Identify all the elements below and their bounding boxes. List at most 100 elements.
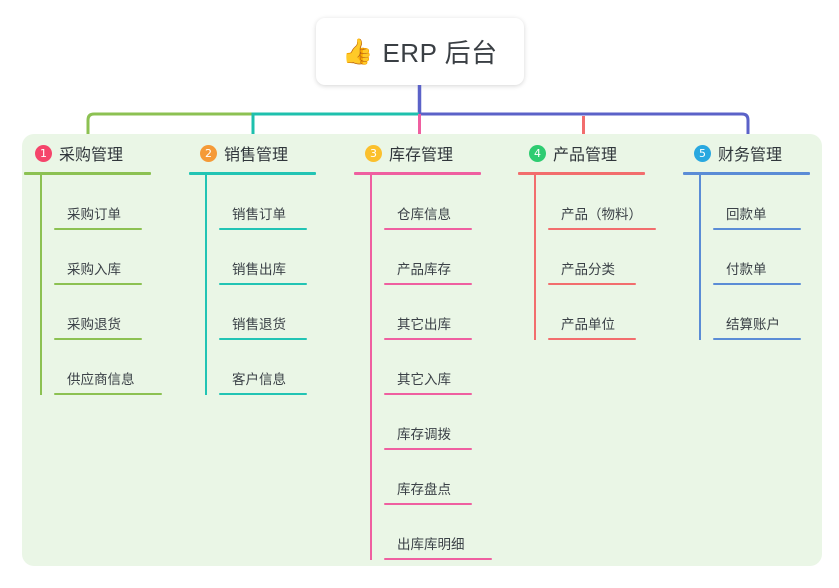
list-item[interactable]: 产品（物料） <box>534 175 681 230</box>
module-badge-1: 1 <box>35 144 52 162</box>
module-title-3: 库存管理 <box>389 147 454 164</box>
module-item-rule <box>54 283 142 285</box>
list-item[interactable]: 采购入库 <box>40 230 187 285</box>
module-column-2: 2 销售管理 销售订单 销售出库 销售退货 客户信息 <box>187 134 352 395</box>
list-item[interactable]: 供应商信息 <box>40 340 187 395</box>
module-items-1: 采购订单 采购入库 采购退货 供应商信息 <box>40 175 187 395</box>
module-item-label: 结算账户 <box>726 317 780 332</box>
module-badge-2: 2 <box>200 144 217 162</box>
module-spine-1 <box>40 175 42 395</box>
root-node-label: ERP 后台 <box>382 38 498 68</box>
module-badge-3: 3 <box>365 144 382 162</box>
module-item-label: 产品单位 <box>561 317 615 332</box>
list-item[interactable]: 销售出库 <box>205 230 352 285</box>
module-item-rule <box>713 338 801 340</box>
module-item-rule <box>54 393 162 395</box>
module-item-rule <box>548 283 636 285</box>
module-title-1: 采购管理 <box>59 147 124 164</box>
root-node[interactable]: 👍 ERP 后台 <box>316 18 524 85</box>
module-column-5: 5 财务管理 回款单 付款单 结算账户 <box>681 134 839 340</box>
module-spine-5 <box>699 175 701 340</box>
module-item-label: 销售订单 <box>232 207 286 222</box>
module-item-label: 库存调拨 <box>397 427 451 442</box>
module-header-4[interactable]: 4 产品管理 <box>516 134 681 172</box>
list-item[interactable]: 库存调拨 <box>370 395 517 450</box>
module-rule-3 <box>354 172 481 175</box>
module-item-rule <box>384 558 492 560</box>
module-item-label: 库存盘点 <box>397 482 451 497</box>
module-item-label: 产品库存 <box>397 262 451 277</box>
list-item[interactable]: 客户信息 <box>205 340 352 395</box>
module-item-rule <box>548 228 656 230</box>
module-item-label: 付款单 <box>726 262 767 277</box>
list-item[interactable]: 结算账户 <box>699 285 839 340</box>
list-item[interactable]: 其它出库 <box>370 285 517 340</box>
module-item-rule <box>54 338 142 340</box>
module-header-1[interactable]: 1 采购管理 <box>22 134 187 172</box>
module-item-rule <box>384 393 472 395</box>
module-column-4: 4 产品管理 产品（物料） 产品分类 产品单位 <box>516 134 681 340</box>
module-item-label: 产品（物料） <box>561 207 642 222</box>
module-columns: 1 采购管理 采购订单 采购入库 采购退货 供应商信 <box>22 134 822 566</box>
module-item-rule <box>713 283 801 285</box>
module-rule-5 <box>683 172 810 175</box>
module-rule-1 <box>24 172 151 175</box>
module-items-5: 回款单 付款单 结算账户 <box>699 175 839 340</box>
module-item-rule <box>219 338 307 340</box>
module-item-rule <box>384 448 472 450</box>
module-spine-4 <box>534 175 536 340</box>
module-column-3: 3 库存管理 仓库信息 产品库存 其它出库 其它入库 <box>352 134 517 560</box>
module-header-5[interactable]: 5 财务管理 <box>681 134 839 172</box>
module-items-4: 产品（物料） 产品分类 产品单位 <box>534 175 681 340</box>
list-item[interactable]: 其它入库 <box>370 340 517 395</box>
module-item-rule <box>713 228 801 230</box>
module-item-label: 其它出库 <box>397 317 451 332</box>
module-item-label: 采购订单 <box>67 207 121 222</box>
list-item[interactable]: 采购退货 <box>40 285 187 340</box>
module-item-label: 采购退货 <box>67 317 121 332</box>
module-item-label: 销售出库 <box>232 262 286 277</box>
module-spine-3 <box>370 175 372 560</box>
module-rule-4 <box>518 172 645 175</box>
modules-panel <box>22 134 822 566</box>
module-item-rule <box>384 338 472 340</box>
module-item-rule <box>384 503 472 505</box>
module-items-2: 销售订单 销售出库 销售退货 客户信息 <box>205 175 352 395</box>
module-item-label: 采购入库 <box>67 262 121 277</box>
thumbs-up-icon: 👍 <box>342 37 374 66</box>
list-item[interactable]: 采购订单 <box>40 175 187 230</box>
module-item-label: 供应商信息 <box>67 372 135 387</box>
module-item-rule <box>219 283 307 285</box>
module-item-rule <box>219 228 307 230</box>
module-header-3[interactable]: 3 库存管理 <box>352 134 517 172</box>
module-title-4: 产品管理 <box>553 147 618 164</box>
module-item-label: 销售退货 <box>232 317 286 332</box>
module-badge-5: 5 <box>694 144 711 162</box>
module-item-rule <box>219 393 307 395</box>
list-item[interactable]: 付款单 <box>699 230 839 285</box>
module-item-label: 客户信息 <box>232 372 286 387</box>
list-item[interactable]: 回款单 <box>699 175 839 230</box>
list-item[interactable]: 产品库存 <box>370 230 517 285</box>
module-item-rule <box>384 283 472 285</box>
list-item[interactable]: 库存盘点 <box>370 450 517 505</box>
module-item-label: 出库库明细 <box>397 537 465 552</box>
list-item[interactable]: 出库库明细 <box>370 505 517 560</box>
list-item[interactable]: 产品单位 <box>534 285 681 340</box>
module-rule-2 <box>189 172 316 175</box>
list-item[interactable]: 产品分类 <box>534 230 681 285</box>
module-title-5: 财务管理 <box>718 147 783 164</box>
module-spine-2 <box>205 175 207 395</box>
module-header-2[interactable]: 2 销售管理 <box>187 134 352 172</box>
module-items-3: 仓库信息 产品库存 其它出库 其它入库 库存调拨 <box>370 175 517 560</box>
list-item[interactable]: 销售退货 <box>205 285 352 340</box>
module-item-rule <box>384 228 472 230</box>
module-item-label: 仓库信息 <box>397 207 451 222</box>
module-badge-4: 4 <box>529 144 546 162</box>
list-item[interactable]: 仓库信息 <box>370 175 517 230</box>
list-item[interactable]: 销售订单 <box>205 175 352 230</box>
module-item-rule <box>54 228 142 230</box>
module-item-label: 其它入库 <box>397 372 451 387</box>
module-item-label: 产品分类 <box>561 262 615 277</box>
